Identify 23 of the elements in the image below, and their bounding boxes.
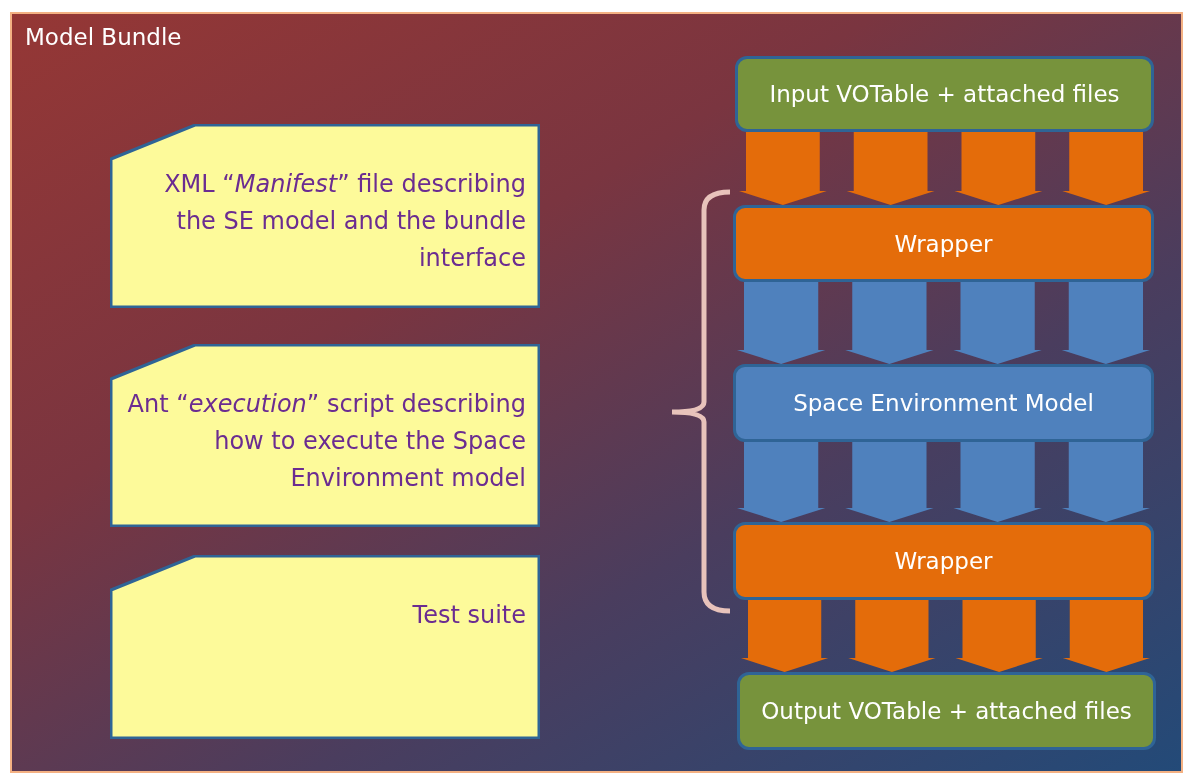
panel-heading: Model Bundle xyxy=(25,24,182,50)
data-box: Input VOTable + attached files xyxy=(735,56,1154,132)
chevron-arrow xyxy=(953,282,1042,364)
wrapper-box: Wrapper xyxy=(733,205,1154,282)
chevron-arrow xyxy=(1061,282,1150,364)
chevron-arrow xyxy=(1062,132,1150,205)
chevron-arrow xyxy=(954,132,1043,205)
chevron-arrow xyxy=(739,132,827,205)
document-card xyxy=(110,124,540,308)
card-text: Test suite xyxy=(411,600,526,631)
wrapper-box: Wrapper xyxy=(733,522,1154,600)
model-box: Space Environment Model xyxy=(733,364,1154,442)
card-text: Ant “execution” script describing how to execute the Space Environment model xyxy=(126,389,526,494)
document-card xyxy=(110,555,540,739)
chevron-arrow xyxy=(846,132,935,205)
data-box: Output VOTable + attached files xyxy=(737,672,1156,750)
bundle-panel xyxy=(10,12,1183,773)
chevron-arrow xyxy=(955,600,1043,672)
document-card xyxy=(110,344,540,527)
chevron-arrow xyxy=(1061,442,1150,522)
chevron-arrow xyxy=(953,442,1042,522)
card-text: XML “Manifest” file describing the SE model and the bundle interface xyxy=(163,169,526,274)
chevron-arrow xyxy=(1062,600,1150,672)
